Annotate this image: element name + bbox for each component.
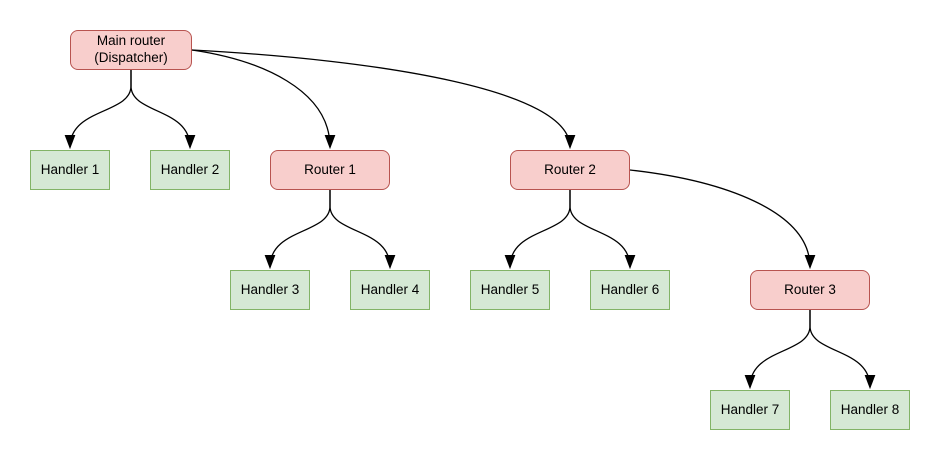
- node-handler-7[interactable]: Handler 7: [710, 390, 790, 430]
- node-handler-5[interactable]: Handler 5: [470, 270, 550, 310]
- node-router-1[interactable]: Router 1: [270, 150, 390, 190]
- edge-main-router-to-router-2: [191, 49, 576, 150]
- edge-router-2-to-handler-6: [569, 190, 636, 270]
- node-label: Handler 2: [160, 161, 220, 177]
- edge-main-router-to-router-1: [191, 49, 336, 150]
- node-label: Handler 1: [40, 161, 100, 177]
- node-router-2[interactable]: Router 2: [510, 150, 630, 190]
- edge-router-2-to-handler-5: [504, 190, 571, 270]
- node-label: Handler 4: [360, 281, 420, 297]
- node-label: Handler 5: [480, 281, 540, 297]
- edge-main-router-to-handler-1: [64, 70, 132, 150]
- node-label: Handler 3: [240, 281, 300, 297]
- node-handler-6[interactable]: Handler 6: [590, 270, 670, 310]
- edge-router-3-to-handler-8: [809, 310, 876, 390]
- node-main-router[interactable]: Main router (Dispatcher): [70, 30, 192, 70]
- node-handler-8[interactable]: Handler 8: [830, 390, 910, 430]
- node-router-3[interactable]: Router 3: [750, 270, 870, 310]
- node-label: Main router (Dispatcher): [94, 33, 168, 65]
- node-label: Handler 8: [840, 401, 900, 417]
- node-handler-2[interactable]: Handler 2: [150, 150, 230, 190]
- node-handler-3[interactable]: Handler 3: [230, 270, 310, 310]
- edge-router-1-to-handler-3: [264, 190, 331, 270]
- node-label: Router 3: [784, 281, 836, 297]
- edge-main-router-to-handler-2: [130, 70, 196, 150]
- node-label: Handler 7: [720, 401, 780, 417]
- node-handler-4[interactable]: Handler 4: [350, 270, 430, 310]
- edge-router-3-to-handler-7: [744, 310, 811, 390]
- node-handler-1[interactable]: Handler 1: [30, 150, 110, 190]
- edge-router-2-to-router-3: [629, 169, 816, 270]
- node-label: Router 1: [304, 161, 356, 177]
- edge-router-1-to-handler-4: [329, 190, 396, 270]
- node-label: Handler 6: [600, 281, 660, 297]
- node-label: Router 2: [544, 161, 596, 177]
